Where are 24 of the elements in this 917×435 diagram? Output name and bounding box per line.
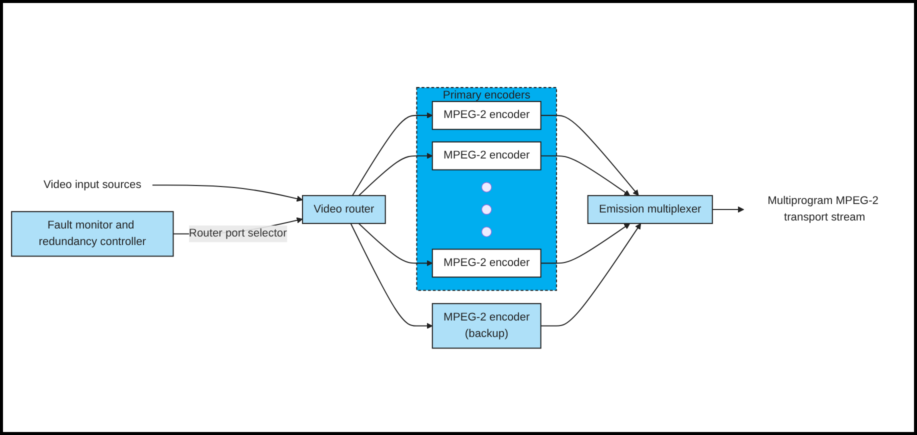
node-box bbox=[11, 210, 174, 256]
node-box bbox=[432, 302, 542, 348]
arrow bbox=[540, 222, 642, 326]
block-diagram: Primary encoders Router port selector Video input sources Video router MPEG-2 encoder MPEG-2 encoder MPEG-2 encoder MPEG-2 encoder (backup) Emission multiplexer Multiprogram MPEG-2 transport stream Fault monitor and redundancy controller bbox=[6, 82, 911, 354]
arrow bbox=[540, 154, 630, 196]
arrow bbox=[358, 152, 433, 196]
node-circle bbox=[481, 182, 492, 192]
node-box bbox=[587, 194, 713, 224]
node-box bbox=[432, 248, 542, 278]
arrow bbox=[358, 222, 433, 266]
node-text: Multiprogram MPEG-2 transport stream bbox=[768, 194, 878, 224]
cluster bbox=[416, 86, 558, 290]
node-box bbox=[302, 194, 386, 224]
arrow bbox=[540, 114, 639, 196]
arrow bbox=[712, 206, 744, 212]
arrow bbox=[350, 222, 433, 329]
node-circle bbox=[481, 226, 492, 237]
node-box bbox=[432, 100, 542, 130]
node-text: Video input sources bbox=[44, 178, 142, 190]
arrow bbox=[540, 222, 630, 264]
arrow bbox=[352, 112, 433, 196]
node-circle bbox=[481, 204, 492, 214]
node-box bbox=[432, 141, 542, 170]
arrow bbox=[152, 184, 303, 202]
